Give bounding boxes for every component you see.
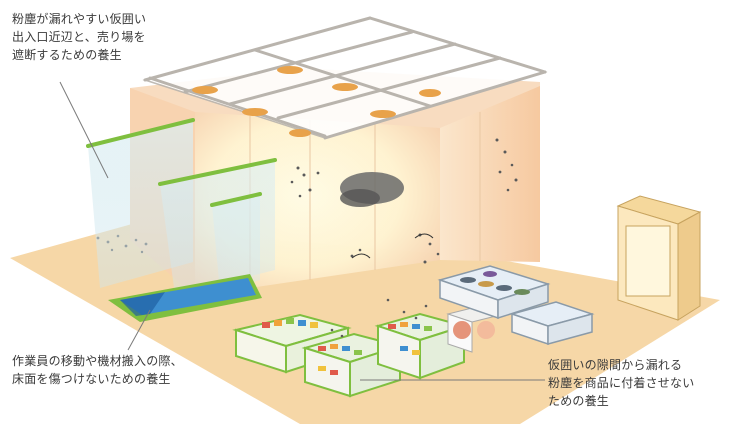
entrance-curtain-protection [86, 118, 277, 295]
entrance-curtain-callout: 粉塵が漏れやすい仮囲い 出入口近辺と、売り場を 遮断するための養生 [12, 12, 147, 62]
curtain-panel-3 [212, 194, 260, 292]
dust-swirls [351, 233, 434, 259]
goods-protection-callout: 仮囲いの隙間から漏れる 粉塵を商品に付着させない ための養生 [548, 358, 695, 408]
enclosure-right-wall [440, 86, 540, 262]
leader-line-floor [127, 309, 151, 351]
storage-cabinet [616, 195, 702, 321]
ceiling-lights [192, 66, 441, 137]
leader-lines [59, 81, 545, 381]
floor-protection-callout: 作業員の移動や機材搬入の際、 床面を傷つけないための養生 [12, 354, 183, 386]
leader-line-entrance [59, 81, 109, 179]
ceiling-frame [142, 16, 548, 140]
floor-protection-mat [108, 274, 262, 322]
curtain-panel-1 [88, 120, 193, 288]
